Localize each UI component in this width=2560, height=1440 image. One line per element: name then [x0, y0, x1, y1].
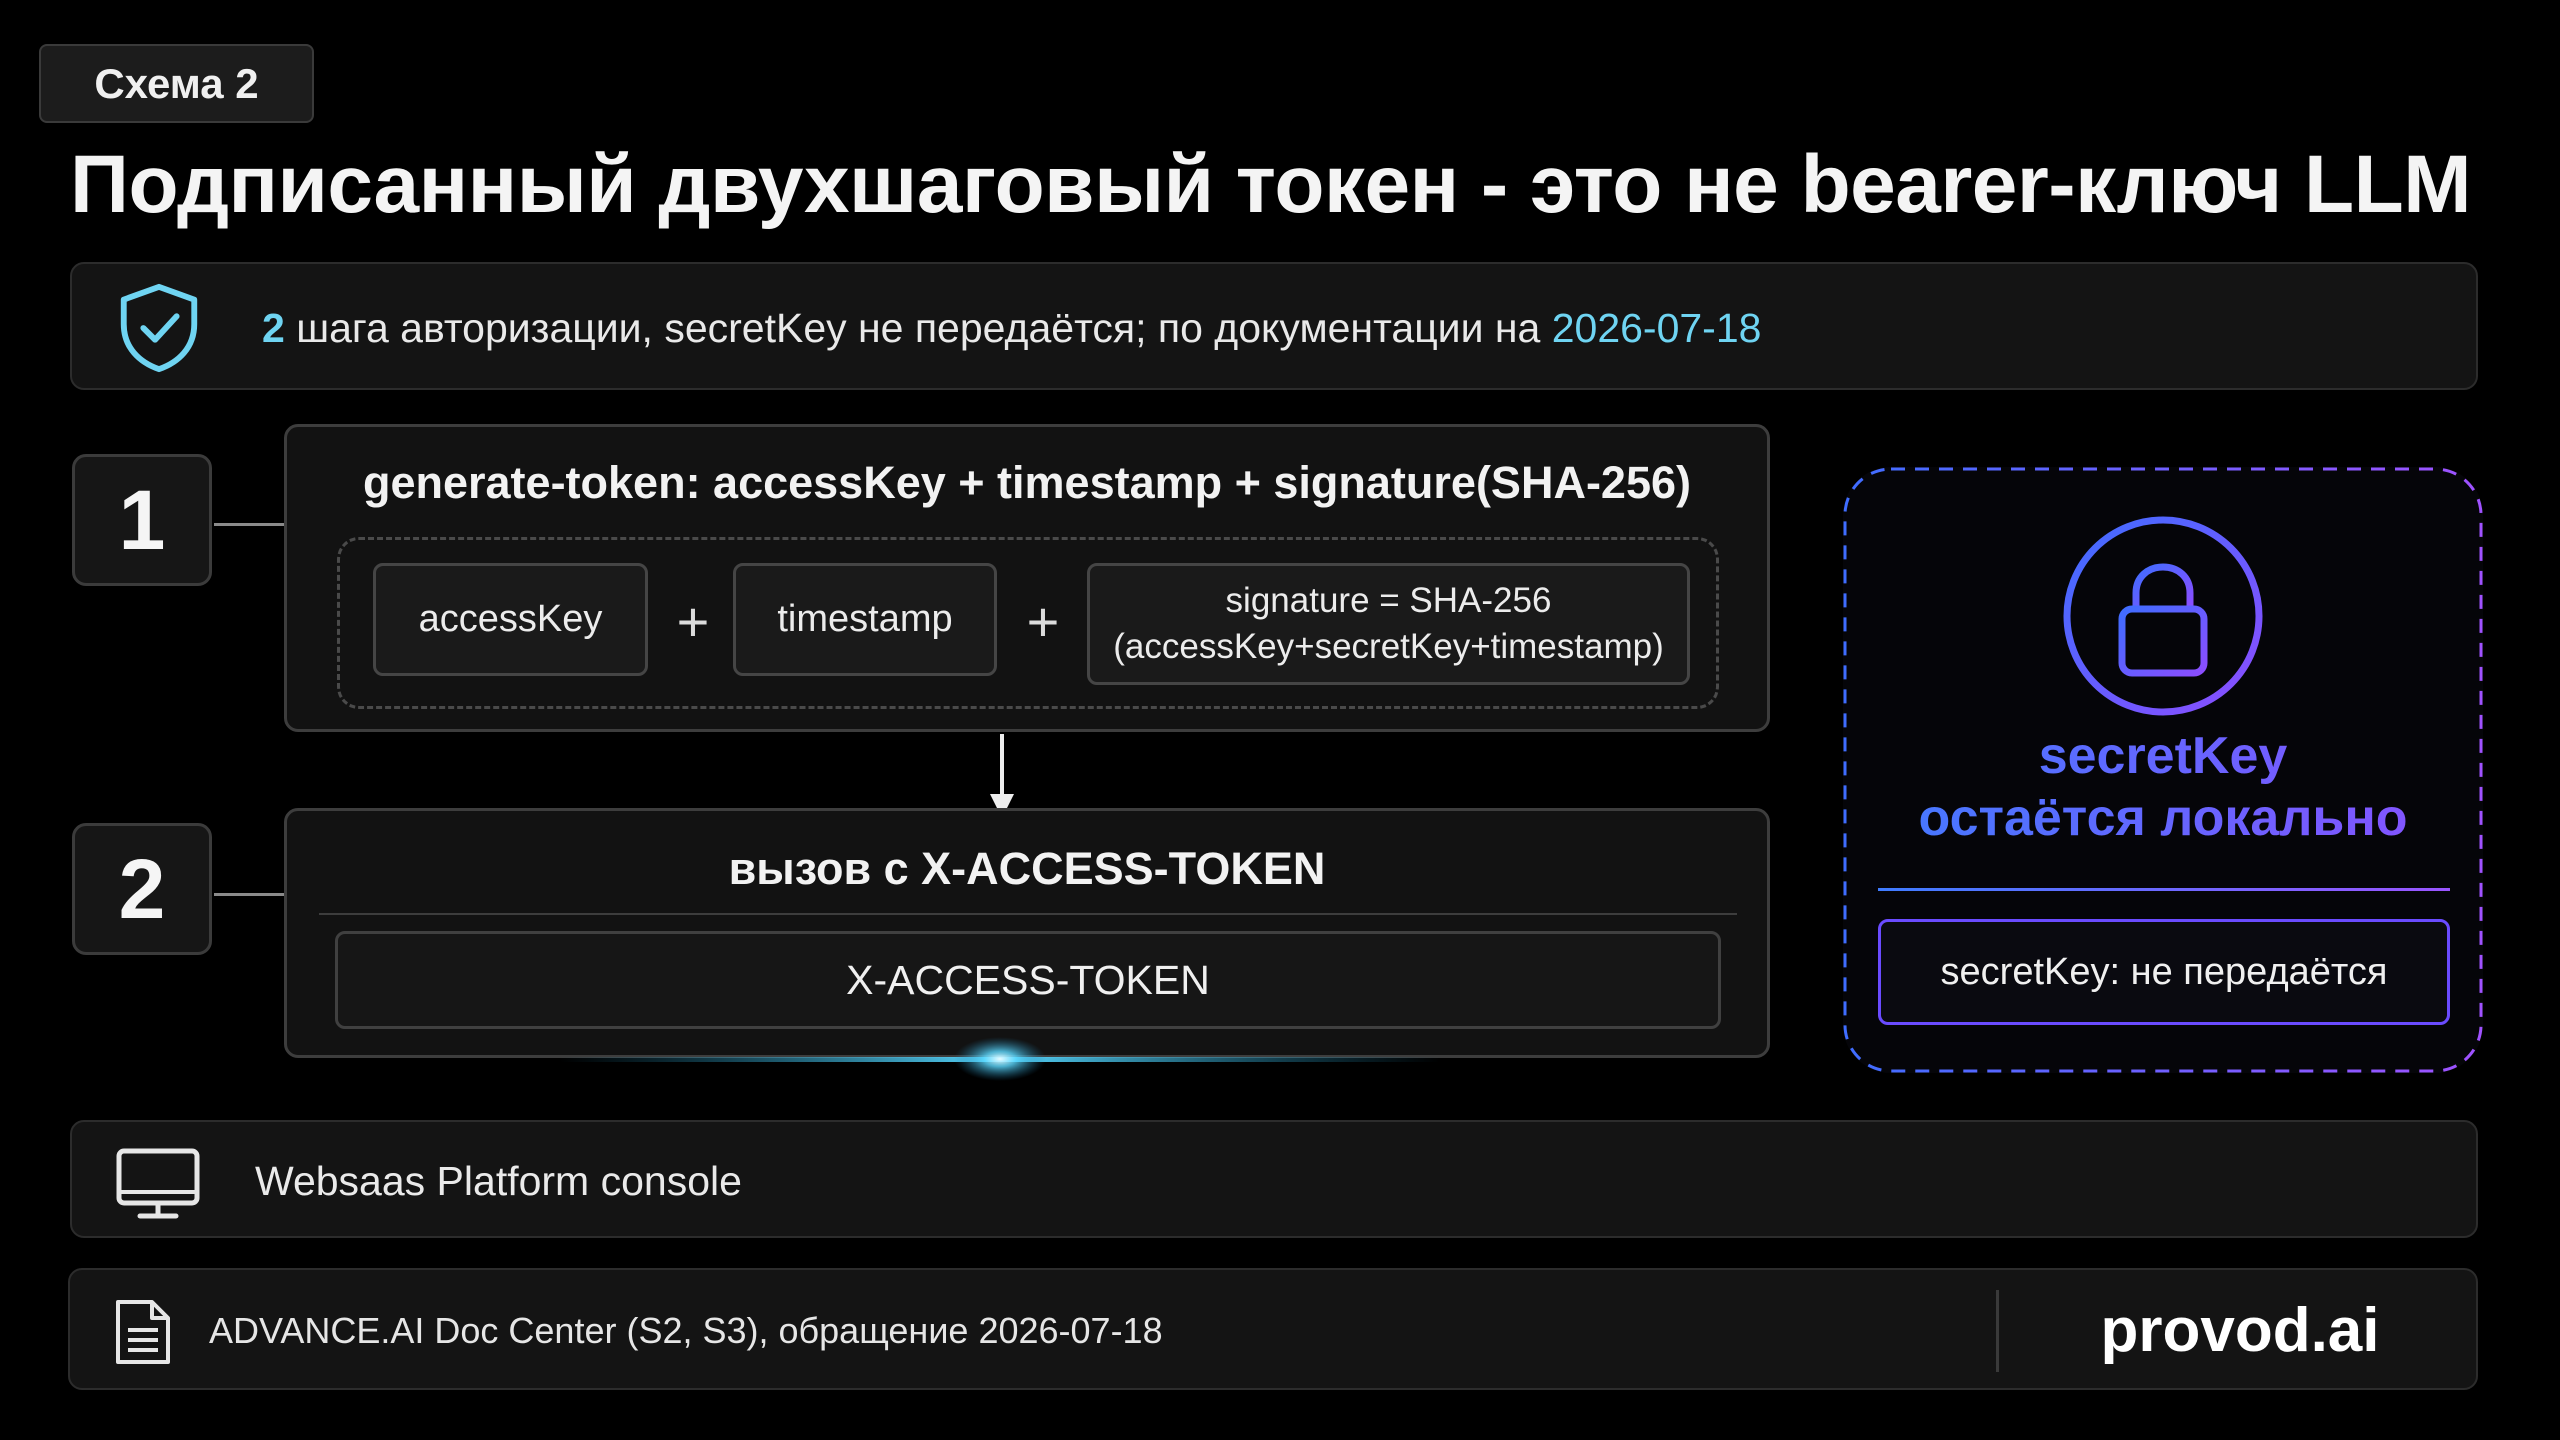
secret-key-note: secretKey: не передаётся [1878, 919, 2450, 1025]
summary-bar: 2 шага авторизации, secretKey не передаё… [70, 262, 2478, 390]
local-title-line-1: secretKey [1843, 725, 2483, 787]
step-1-box: generate-token: accessKey + timestamp + … [284, 424, 1770, 732]
footer-separator [1996, 1290, 1999, 1372]
token-components-group: accessKey + timestamp + signature = SHA-… [337, 537, 1719, 709]
summary-date: 2026-07-18 [1551, 305, 1762, 351]
console-bar: Websaas Platform console [70, 1120, 2478, 1238]
glow-line [560, 1037, 1440, 1081]
shield-check-icon [120, 283, 198, 373]
timestamp-pill: timestamp [733, 563, 997, 676]
document-icon [116, 1300, 170, 1364]
console-label: Websaas Platform console [255, 1158, 742, 1204]
step-2-connector [214, 893, 286, 896]
scheme-badge: Схема 2 [39, 44, 314, 123]
step-2-number: 2 [72, 823, 212, 955]
plus-sign: + [676, 590, 710, 653]
step-1-title: generate-token: accessKey + timestamp + … [362, 457, 1691, 508]
brand-logo: provod.ai [2100, 1296, 2380, 1365]
summary-step-count: 2 [262, 305, 285, 351]
card-frame [1843, 467, 2483, 1073]
signature-formula-line-2: (accessKey+secretKey+timestamp) [1113, 627, 1664, 666]
monitor-icon [116, 1148, 200, 1219]
signature-pill: signature = SHA-256 (accessKey+secretKey… [1087, 563, 1690, 685]
footer-bar: ADVANCE.AI Doc Center (S2, S3), обращени… [68, 1268, 2478, 1390]
down-arrow-icon [990, 734, 1014, 818]
source-citation: ADVANCE.AI Doc Center (S2, S3), обращени… [209, 1310, 1163, 1351]
summary-text: 2 шага авторизации, secretKey не передаё… [262, 264, 1761, 392]
step-2-divider [319, 913, 1737, 915]
local-title-line-2: остаётся локально [1843, 787, 2483, 849]
step-1-number: 1 [72, 454, 212, 586]
plus-sign: + [1026, 590, 1060, 653]
access-token-box: X-ACCESS-TOKEN [335, 931, 1721, 1029]
page-title: Подписанный двухшаговый токен - это не b… [70, 139, 2472, 230]
step-1-connector [214, 523, 286, 526]
local-divider [1878, 888, 2450, 891]
summary-description: шага авторизации, secretKey не передаётс… [284, 305, 1552, 351]
signature-formula-line-1: signature = SHA-256 [1225, 581, 1552, 620]
access-key-pill: accessKey [373, 563, 648, 676]
step-2-title: вызов с X-ACCESS-TOKEN [728, 843, 1326, 894]
lock-icon [2063, 516, 2263, 716]
step-2-box: вызов с X-ACCESS-TOKEN X-ACCESS-TOKEN [284, 808, 1770, 1058]
secret-key-local-card: secretKey остаётся локально secretKey: н… [1843, 467, 2483, 1073]
